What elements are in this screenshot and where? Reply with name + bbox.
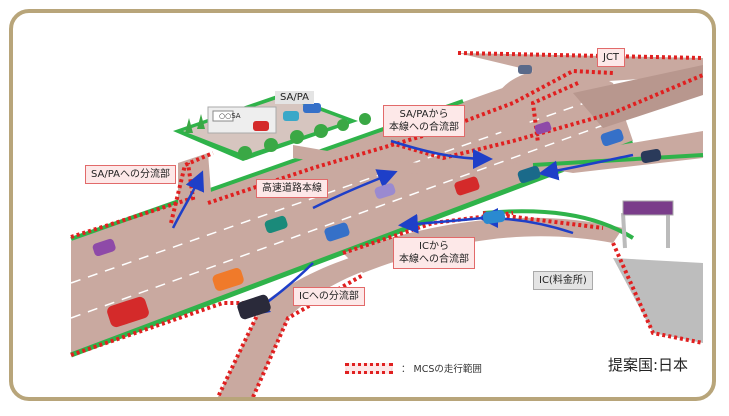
building-sign: ○○SA	[219, 112, 241, 120]
label-jct: JCT	[597, 48, 626, 67]
proposing-country: 提案国:日本	[607, 356, 688, 374]
cars	[92, 65, 662, 328]
toll-plaza	[613, 258, 703, 343]
main-highway-road	[71, 63, 633, 353]
highway-illustration	[70, 51, 704, 397]
label-sapa-diverge: SA/PAへの分流部	[85, 165, 176, 184]
label-ic-merge: ICから 本線への合流部	[393, 237, 475, 269]
legend-text: ： MCSの走行範囲	[401, 364, 482, 375]
label-sapa: SA/PA	[275, 91, 314, 104]
trees	[185, 113, 371, 160]
image-frame: JCT SA/PA SA/PAから 本線への合流部 SA/PAへの分流部 高速道…	[9, 9, 716, 401]
legend-swatch	[345, 362, 393, 374]
label-main-line: 高速道路本線	[256, 179, 328, 198]
jct-ramp	[458, 53, 703, 143]
legend: ： MCSの走行範囲	[345, 361, 482, 375]
label-toll: IC(料金所)	[533, 271, 593, 290]
label-sapa-merge: SA/PAから 本線への合流部	[383, 105, 465, 137]
mcs-range-outline	[70, 51, 704, 397]
label-ic-diverge: ICへの分流部	[293, 287, 365, 306]
ic-ramp	[343, 217, 623, 273]
